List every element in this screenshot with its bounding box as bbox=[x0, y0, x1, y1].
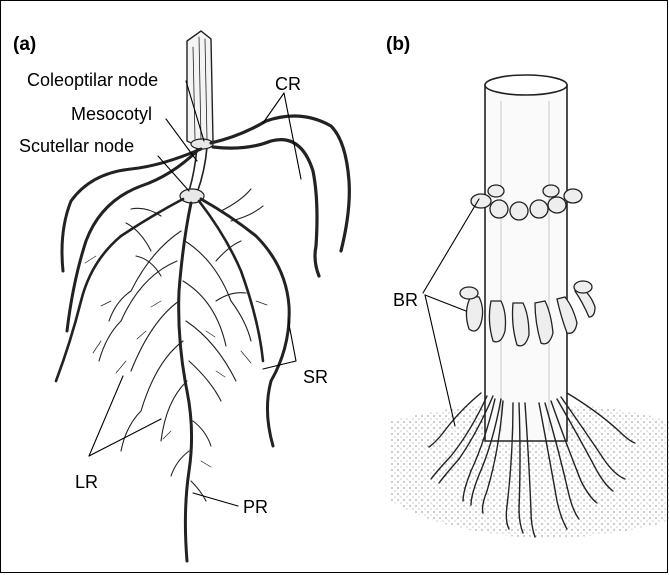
label-mesocotyl: Mesocotyl bbox=[71, 105, 152, 123]
stalk-top bbox=[485, 75, 567, 95]
crown-root bbox=[211, 116, 349, 251]
stalk-shape bbox=[485, 85, 567, 441]
label-seminal-roots: SR bbox=[303, 368, 328, 386]
seminal-root bbox=[201, 199, 289, 446]
label-lateral-roots: LR bbox=[75, 473, 98, 491]
panel-b-drawing bbox=[391, 75, 669, 538]
label-crown-roots: CR bbox=[275, 75, 301, 93]
primary-root bbox=[179, 203, 192, 561]
panel-a-label: (a) bbox=[13, 35, 36, 54]
label-brace-roots: BR bbox=[393, 291, 418, 309]
coleoptilar-node-shape bbox=[191, 139, 213, 149]
label-scutellar-node: Scutellar node bbox=[19, 137, 134, 155]
panel-b-label: (b) bbox=[386, 35, 410, 54]
label-coleoptilar-node: Coleoptilar node bbox=[27, 71, 158, 89]
label-primary-root: PR bbox=[243, 498, 268, 516]
